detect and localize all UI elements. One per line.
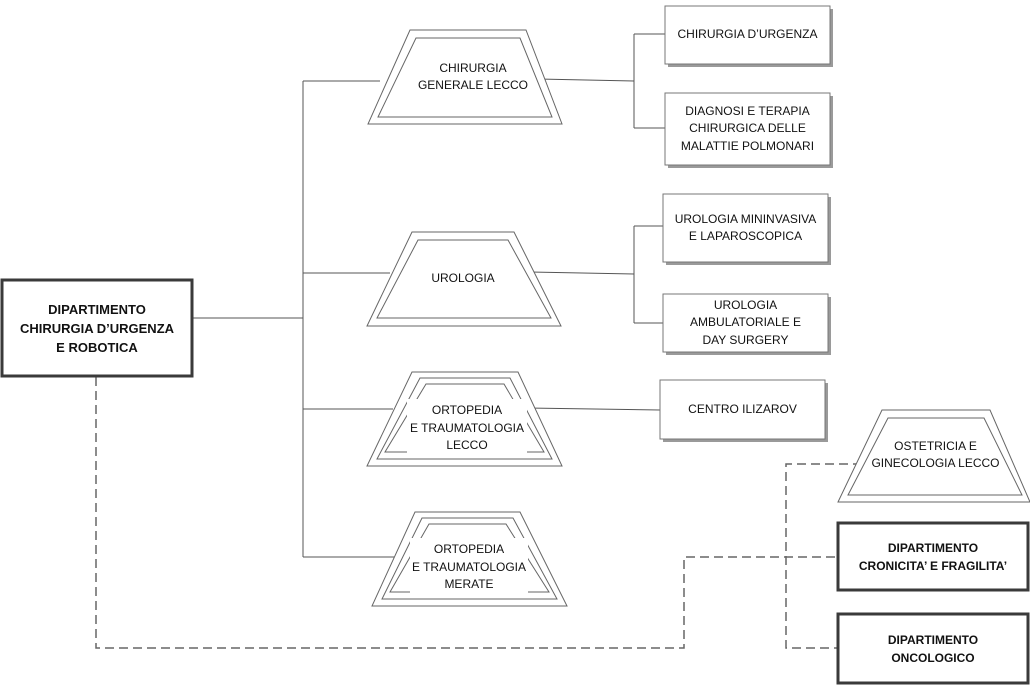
subunit-chirurgia-urgenza-label: CHIRURGIA D’URGENZA [665,6,830,64]
subunit-centro-ilizarov-box [659,379,826,440]
department-main-line-1: DIPARTIMENTO [48,301,146,317]
dashed-connectors [95,377,862,649]
department-boxes [0,278,1030,685]
subunit-urologia-mininvasiva-label: UROLOGIA MININVASIVA E LAPAROSCOPICA [663,194,828,262]
subunit-urologia-mininvasiva-line-2: E LAPAROSCOPICA [688,229,803,243]
department-oncologico-box [836,612,1030,685]
department-main-box [0,278,194,378]
department-cronicita-label: DIPARTIMENTO CRONICITA’ E FRAGILITA’ [838,523,1028,590]
subunit-urologia-ambulatoriale-line-3: DAY SURGERY [702,332,789,347]
subunit-urologia-mininvasiva-box [662,193,829,263]
unit-ortopedia-merate-line-2: E TRAUMATOLOGIA [411,559,527,574]
subunit-centro-ilizarov-label: CENTRO ILIZAROV [660,380,825,439]
subunit-chirurgia-urgenza-line-1: CHIRURGIA D’URGENZA [677,27,818,42]
unit-ostetricia-line-1: OSTETRICIA E [894,438,977,453]
department-main-line-2: CHIRURGIA D’URGENZA [19,320,175,336]
subunit-urologia-ambulatoriale-box [662,293,829,353]
department-oncologico-line-2: ONCOLOGICO [891,650,975,665]
department-cronicita-box [836,521,1030,592]
unit-ostetricia-line-2: GINECOLOGIA LECCO [871,456,1000,470]
subunit-diagnosi-line-3: MALATTIE POLMONARI [680,138,815,153]
unit-ortopedia-lecco-label: ORTOPEDIA E TRAUMATOLOGIA LECCO [407,401,527,456]
subunit-urologia-mininvasiva-line-1: UROLOGIA MININVASIVA [674,211,817,226]
unit-chirurgia-generale-line-1: CHIRURGIA [439,60,507,75]
department-main-label: DIPARTIMENTO CHIRURGIA D’URGENZA E ROBOTIC… [2,280,192,376]
subunit-diagnosi-box [664,92,831,166]
subunit-diagnosi-line-1: DIAGNOSI E TERAPIA [685,103,810,118]
unit-ortopedia-lecco-line-1: ORTOPEDIA [431,403,503,418]
unit-ortopedia-merate-line-1: ORTOPEDIA [433,542,505,557]
unit-ortopedia-merate-line-3: MERATE [444,577,494,592]
unit-ortopedia-lecco-line-3: LECCO [446,438,488,453]
department-cronicita-line-2: CRONICITA’ E FRAGILITA’ [858,558,1008,573]
label-backings [407,399,528,594]
solid-connectors [192,33,665,558]
connector-chirurgia-to-branch [537,78,635,82]
department-oncologico-line-1: DIPARTIMENTO [887,632,979,647]
unit-chirurgia-generale-shape [367,29,563,125]
department-oncologico-label: DIPARTIMENTO ONCOLOGICO [838,614,1028,683]
connector-urologia-to-branch [529,271,635,275]
unit-urologia-label: UROLOGIA [398,268,528,290]
unit-chirurgia-generale-label: CHIRURGIA GENERALE LECCO [398,55,548,99]
department-main-line-3: E ROBOTICA [56,339,138,355]
unit-ostetricia-label: OSTETRICIA E GINECOLOGIA LECCO [858,436,1013,474]
department-cronicita-line-1: DIPARTIMENTO [887,540,979,555]
unit-ortopedia-lecco-line-2: E TRAUMATOLOGIA [409,420,525,435]
subunit-chirurgia-urgenza-box [664,5,831,65]
dashed-connector-ostetricia-to-oncologico [785,463,862,649]
dashed-connector-main-to-cronicita [95,377,837,649]
unit-chirurgia-generale-line-2: GENERALE LECCO [417,78,529,92]
subunit-urologia-ambulatoriale-label: UROLOGIA AMBULATORIALE E DAY SURGERY [663,294,828,352]
subunit-centro-ilizarov-line-1: CENTRO ILIZAROV [688,401,797,416]
connector-to-centro-ilizarov [526,407,661,411]
unit-urologia-line-1: UROLOGIA [431,271,495,286]
subunit-diagnosi-line-2: CHIRURGICA DELLE [689,121,806,136]
unit-ostetricia-shape [837,409,1030,503]
unit-ortopedia-merate-label: ORTOPEDIA E TRAUMATOLOGIA MERATE [410,540,528,595]
subunit-urologia-ambulatoriale-line-2: AMBULATORIALE E [690,315,801,330]
unit-urologia-shape [366,231,562,327]
subunit-boxes [659,5,833,442]
subunit-diagnosi-label: DIAGNOSI E TERAPIA CHIRURGICA DELLE MALATT… [665,93,830,165]
subunit-urologia-ambulatoriale-line-1: UROLOGIA [713,297,778,312]
